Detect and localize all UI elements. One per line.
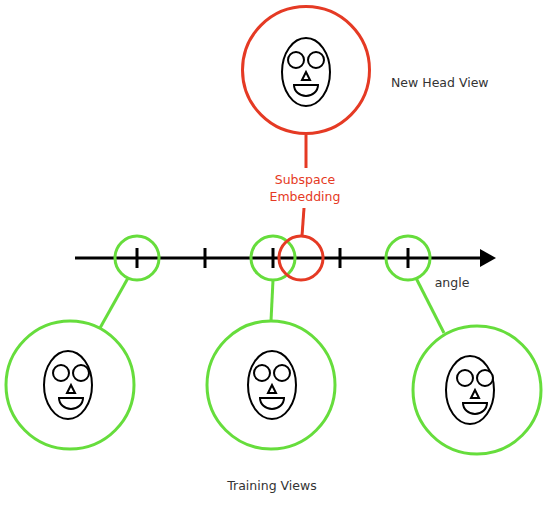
eye: [73, 365, 89, 381]
training-view-circle: [207, 321, 335, 449]
head-outline: [282, 38, 330, 106]
leader-line: [271, 280, 273, 321]
embedding-marker: [279, 236, 323, 280]
nose: [67, 385, 75, 393]
head-face: [44, 351, 92, 419]
view-circle: New Head View: [241, 5, 371, 135]
training-circles: [6, 321, 541, 454]
green-connectors: [100, 278, 444, 333]
angle-axis: [75, 248, 496, 268]
head-face: [248, 351, 296, 419]
leader-line: [302, 208, 304, 236]
nose: [268, 385, 276, 393]
leader-line: [100, 278, 128, 328]
training-view-circle: [413, 326, 541, 454]
head-outline: [44, 351, 92, 419]
eye: [308, 52, 324, 68]
circle-outline: [243, 7, 370, 134]
leader-line: [305, 135, 308, 168]
axis-arrowhead: [480, 249, 496, 267]
nose: [302, 72, 310, 80]
training-marker: [251, 236, 295, 280]
eye: [477, 370, 493, 386]
head-face: [282, 38, 330, 106]
axis-markers: [115, 236, 430, 280]
tick-mark: [272, 248, 275, 268]
mouth: [463, 403, 487, 414]
annotation-label: angle: [422, 274, 482, 291]
eye: [288, 52, 304, 68]
tick-mark: [204, 248, 207, 268]
nose: [471, 390, 479, 398]
training-marker: [115, 236, 159, 280]
head-outline: [248, 351, 296, 419]
eye: [274, 365, 290, 381]
tick-mark: [407, 248, 410, 268]
annotation-label: Training Views: [202, 477, 342, 494]
eye: [53, 365, 69, 381]
tick-mark: [136, 248, 139, 268]
view-heading: New Head View: [391, 75, 489, 90]
annotation-label: Subspace Embedding: [255, 171, 355, 205]
eye: [254, 365, 270, 381]
mouth: [59, 398, 83, 409]
head-outline: [446, 356, 494, 424]
head-face: [446, 356, 494, 424]
eye: [457, 370, 473, 386]
tick-mark: [339, 248, 342, 268]
training-view-circle: [6, 321, 134, 449]
training-marker: [386, 236, 430, 280]
mouth: [260, 398, 284, 409]
mouth: [294, 85, 318, 96]
circle-outline: [241, 5, 371, 135]
